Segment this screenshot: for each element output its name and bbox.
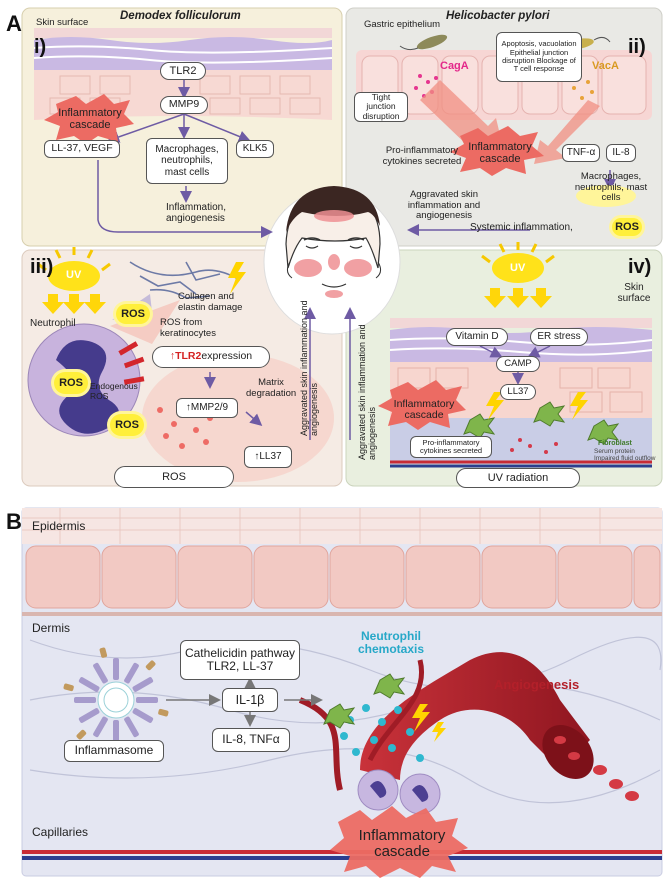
panel-iv-serum-text: Serum protein Impaired fluid outflow xyxy=(594,448,656,463)
epidermis-band xyxy=(22,508,662,544)
panel-ii-species: Helicobacter pylori xyxy=(446,10,550,22)
panel-ii-aggravated-text: Aggravated skin inflammation and angioge… xyxy=(407,189,481,222)
panel-iv-uv-sun xyxy=(481,242,555,308)
panel-i-cascade-label: Inflammatory cascade xyxy=(58,107,122,131)
panel-iv-cytokines-box: Pro-inflammatory cytokines secreted xyxy=(410,436,492,458)
panel-iv-numeral: iv) xyxy=(628,256,652,278)
panel-iii-ros-badge-3: ROS xyxy=(110,414,144,436)
immune-cells xyxy=(357,769,441,815)
angiogenesis-label: Angiogenesis xyxy=(494,677,580,692)
panel-iii-neutrophil-label: Neutrophil xyxy=(30,318,76,329)
panel-ii-apoptosis-box: Apoptosis, vacuolation Epithelial juncti… xyxy=(496,32,582,82)
panel-ii-tight-junction-box: Tight junction disruption xyxy=(354,92,408,122)
panel-iv-particles xyxy=(510,438,558,454)
chemotaxis-dots xyxy=(340,704,424,762)
dermis-label: Dermis xyxy=(32,621,70,635)
panel-iv-vitamin-d-box: Vitamin D xyxy=(446,328,508,346)
up-arrow-icon: ↑ xyxy=(169,350,176,363)
panel-iv-bottom-uv-label: UV radiation xyxy=(456,468,580,488)
epidermis-label: Epidermis xyxy=(32,519,86,533)
panel-iii-ros-badge-1: ROS xyxy=(116,304,150,324)
panel-ii-ros-badge: ROS xyxy=(612,218,642,236)
panel-iv-fibroblast-label: Fibroblast xyxy=(598,440,632,447)
panel-i-species: Demodex folliculorum xyxy=(120,10,241,22)
panel-i-klk5-box: KLK5 xyxy=(236,140,274,158)
panel-i-numeral: i) xyxy=(34,36,47,58)
panel-i-tlr2-box: TLR2 xyxy=(160,62,206,80)
panel-i-macrophages-box: Macrophages, neutrophils, mast cells xyxy=(146,138,228,184)
panel-ii-macrophages-text: Macrophages, neutrophils, mast cells xyxy=(574,171,648,204)
panel-iii-matrix-text: Matrix degradation xyxy=(246,377,297,399)
capillaries-label: Capillaries xyxy=(32,825,89,839)
panel-i-skin-surface: Skin surface xyxy=(36,17,89,28)
inflammasome-structure xyxy=(63,647,169,753)
panel-ii-systemic-text: Systemic inflammation, xyxy=(470,222,573,233)
panel-iv-uv-label: UV xyxy=(510,262,526,274)
panel-iii-tlr2-box: ↑TLR2 expression xyxy=(152,346,270,368)
cascade-star-iv xyxy=(378,380,466,430)
keratinocyte-row xyxy=(25,545,661,609)
panel-iv-skin-surface: Skin surface xyxy=(617,282,651,305)
panel-b-arrows xyxy=(166,677,323,727)
cathelicidin-box: Cathelicidin pathway TLR2, LL-37 xyxy=(180,640,300,680)
panel-iv-er-stress-box: ER stress xyxy=(530,328,588,346)
panel-iii-uv-sun xyxy=(37,247,111,314)
panel-iv-camp-box: CAMP xyxy=(496,356,540,372)
panel-b-fibroblasts xyxy=(323,673,406,729)
panel-iii-bottom-ros-label: ROS xyxy=(114,466,234,488)
panel-iii-collagen-text: Collagen and elastin damage xyxy=(178,291,243,313)
panel-b-cascade-label: Inflammatory cascade xyxy=(358,827,446,860)
red-blood-cells xyxy=(554,736,639,801)
panel-iii-ll37-box: ↑LL37 xyxy=(244,446,292,468)
panel-ii-cytokines-text: Pro-inflammatory cytokines secreted xyxy=(382,145,462,167)
cascade-star-i xyxy=(44,94,134,144)
panel-ii-cascade-label: Inflammatory cascade xyxy=(468,141,532,165)
face-illustration xyxy=(263,186,401,335)
panel-ii-gastric-label: Gastric epithelium xyxy=(364,19,441,30)
ros-glow xyxy=(576,185,636,207)
panel-iv-aggravated-vertical: Aggravated skin inflammation and angioge… xyxy=(357,324,377,460)
cascade-star-b xyxy=(330,806,468,878)
panel-iv-cascade-label: Inflammatory cascade xyxy=(393,397,455,421)
panel-a-arrows xyxy=(97,80,616,440)
panel-ii-numeral: ii) xyxy=(628,36,646,58)
panel-iii-numeral: iii) xyxy=(30,256,54,278)
collagen-fibers xyxy=(129,261,241,299)
il8-tnf-box: IL-8, TNFα xyxy=(212,728,290,752)
lightning-icon xyxy=(228,262,246,294)
fibroblast-cells xyxy=(463,401,620,445)
panel-b-lightning-icons xyxy=(412,704,446,742)
panel-ii-tnf-box: TNF-α xyxy=(562,144,600,162)
panel-b-label: B xyxy=(6,509,22,534)
panel-iii-mmp-box: ↑MMP2/9 xyxy=(176,398,238,418)
panel-iii-ros-from-text: ROS from keratinocytes xyxy=(160,317,216,339)
inflammasome-box: Inflammasome xyxy=(64,740,164,762)
il1b-box: IL-1β xyxy=(222,688,278,712)
panel-i-mmp9-box: MMP9 xyxy=(160,96,208,114)
panel-ii-vaca-label: VacA xyxy=(592,60,619,72)
panel-ii-caga-label: CagA xyxy=(440,60,469,72)
panel-i-ll37-vegf-box: LL-37, VEGF xyxy=(44,140,120,158)
panel-iv-lightning-icons xyxy=(486,392,588,420)
panel-iii-endogenous-text: Endogenous ROS xyxy=(90,381,138,401)
panel-iii-ros-badge-2: ROS xyxy=(54,372,88,394)
panel-iii-aggravated-vertical: Aggravated skin inflammation and angioge… xyxy=(299,300,319,436)
panel-iii-uv-label: UV xyxy=(66,269,82,281)
blood-vessel xyxy=(360,652,590,780)
cascade-star-ii xyxy=(450,126,544,176)
panel-ii-il8-box: IL-8 xyxy=(606,144,636,162)
panel-a-label: A xyxy=(6,11,22,36)
panel-i-inflammation-text: Inflammation, angiogenesis xyxy=(166,202,227,225)
neutrophil-chemotaxis-label: Neutrophil chemotaxis xyxy=(357,629,425,657)
panel-iv-ll37-box: LL37 xyxy=(500,384,536,400)
